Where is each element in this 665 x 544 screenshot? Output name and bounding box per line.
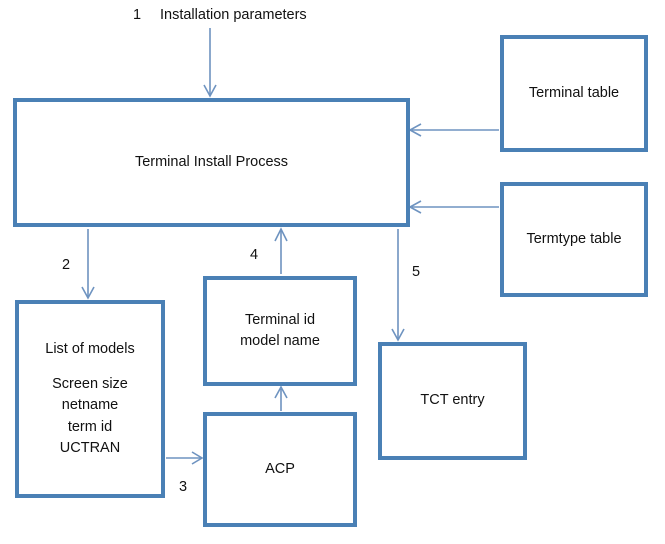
step-number-5: 5 (412, 264, 421, 280)
edge-terminal-id-to-process (274, 227, 288, 274)
label-installation-parameters: Installation parameters (160, 7, 307, 23)
node-label-list-of-models-title: List of models (45, 341, 135, 358)
step-number-3: 3 (179, 479, 188, 495)
node-label-uctran: UCTRAN (59, 439, 121, 456)
node-label-netname: netname (61, 397, 119, 414)
node-tct-entry[interactable]: TCT entry (378, 342, 527, 460)
node-label-terminal-id: Terminal id (244, 311, 316, 328)
node-list-of-models[interactable]: List of models Screen size netname term … (15, 300, 165, 498)
node-terminal-install-process[interactable]: Terminal Install Process (13, 98, 410, 227)
node-termtype-table[interactable]: Termtype table (500, 182, 648, 297)
step-number-4: 4 (250, 247, 259, 263)
node-label-screen-size: Screen size (52, 376, 128, 393)
node-terminal-table[interactable]: Terminal table (500, 35, 648, 152)
edge-list-of-models-to-acp (166, 451, 204, 465)
step-number-2: 2 (62, 257, 71, 273)
node-label-model-name: model name (240, 333, 320, 349)
edge-termtype-table-to-process (408, 200, 499, 214)
node-acp[interactable]: ACP (203, 412, 357, 527)
step-number-1: 1 (133, 7, 142, 23)
node-label-terminal-install-process: Terminal Install Process (134, 153, 289, 170)
edge-terminal-table-to-process (408, 123, 499, 137)
node-label-termtype-table: Termtype table (526, 230, 622, 247)
edge-acp-to-terminal-id (274, 385, 288, 411)
node-terminal-id-model-name[interactable]: Terminal id model name (203, 276, 357, 386)
node-label-tct-entry: TCT entry (420, 392, 485, 409)
node-label-terminal-table: Terminal table (528, 84, 620, 101)
edge-process-to-tct-entry (391, 229, 405, 342)
node-label-acp: ACP (265, 460, 295, 477)
edge-process-to-list-of-models (81, 229, 95, 300)
edge-installation-parameters-to-process (203, 28, 217, 98)
node-label-term-id: term id (67, 418, 113, 435)
